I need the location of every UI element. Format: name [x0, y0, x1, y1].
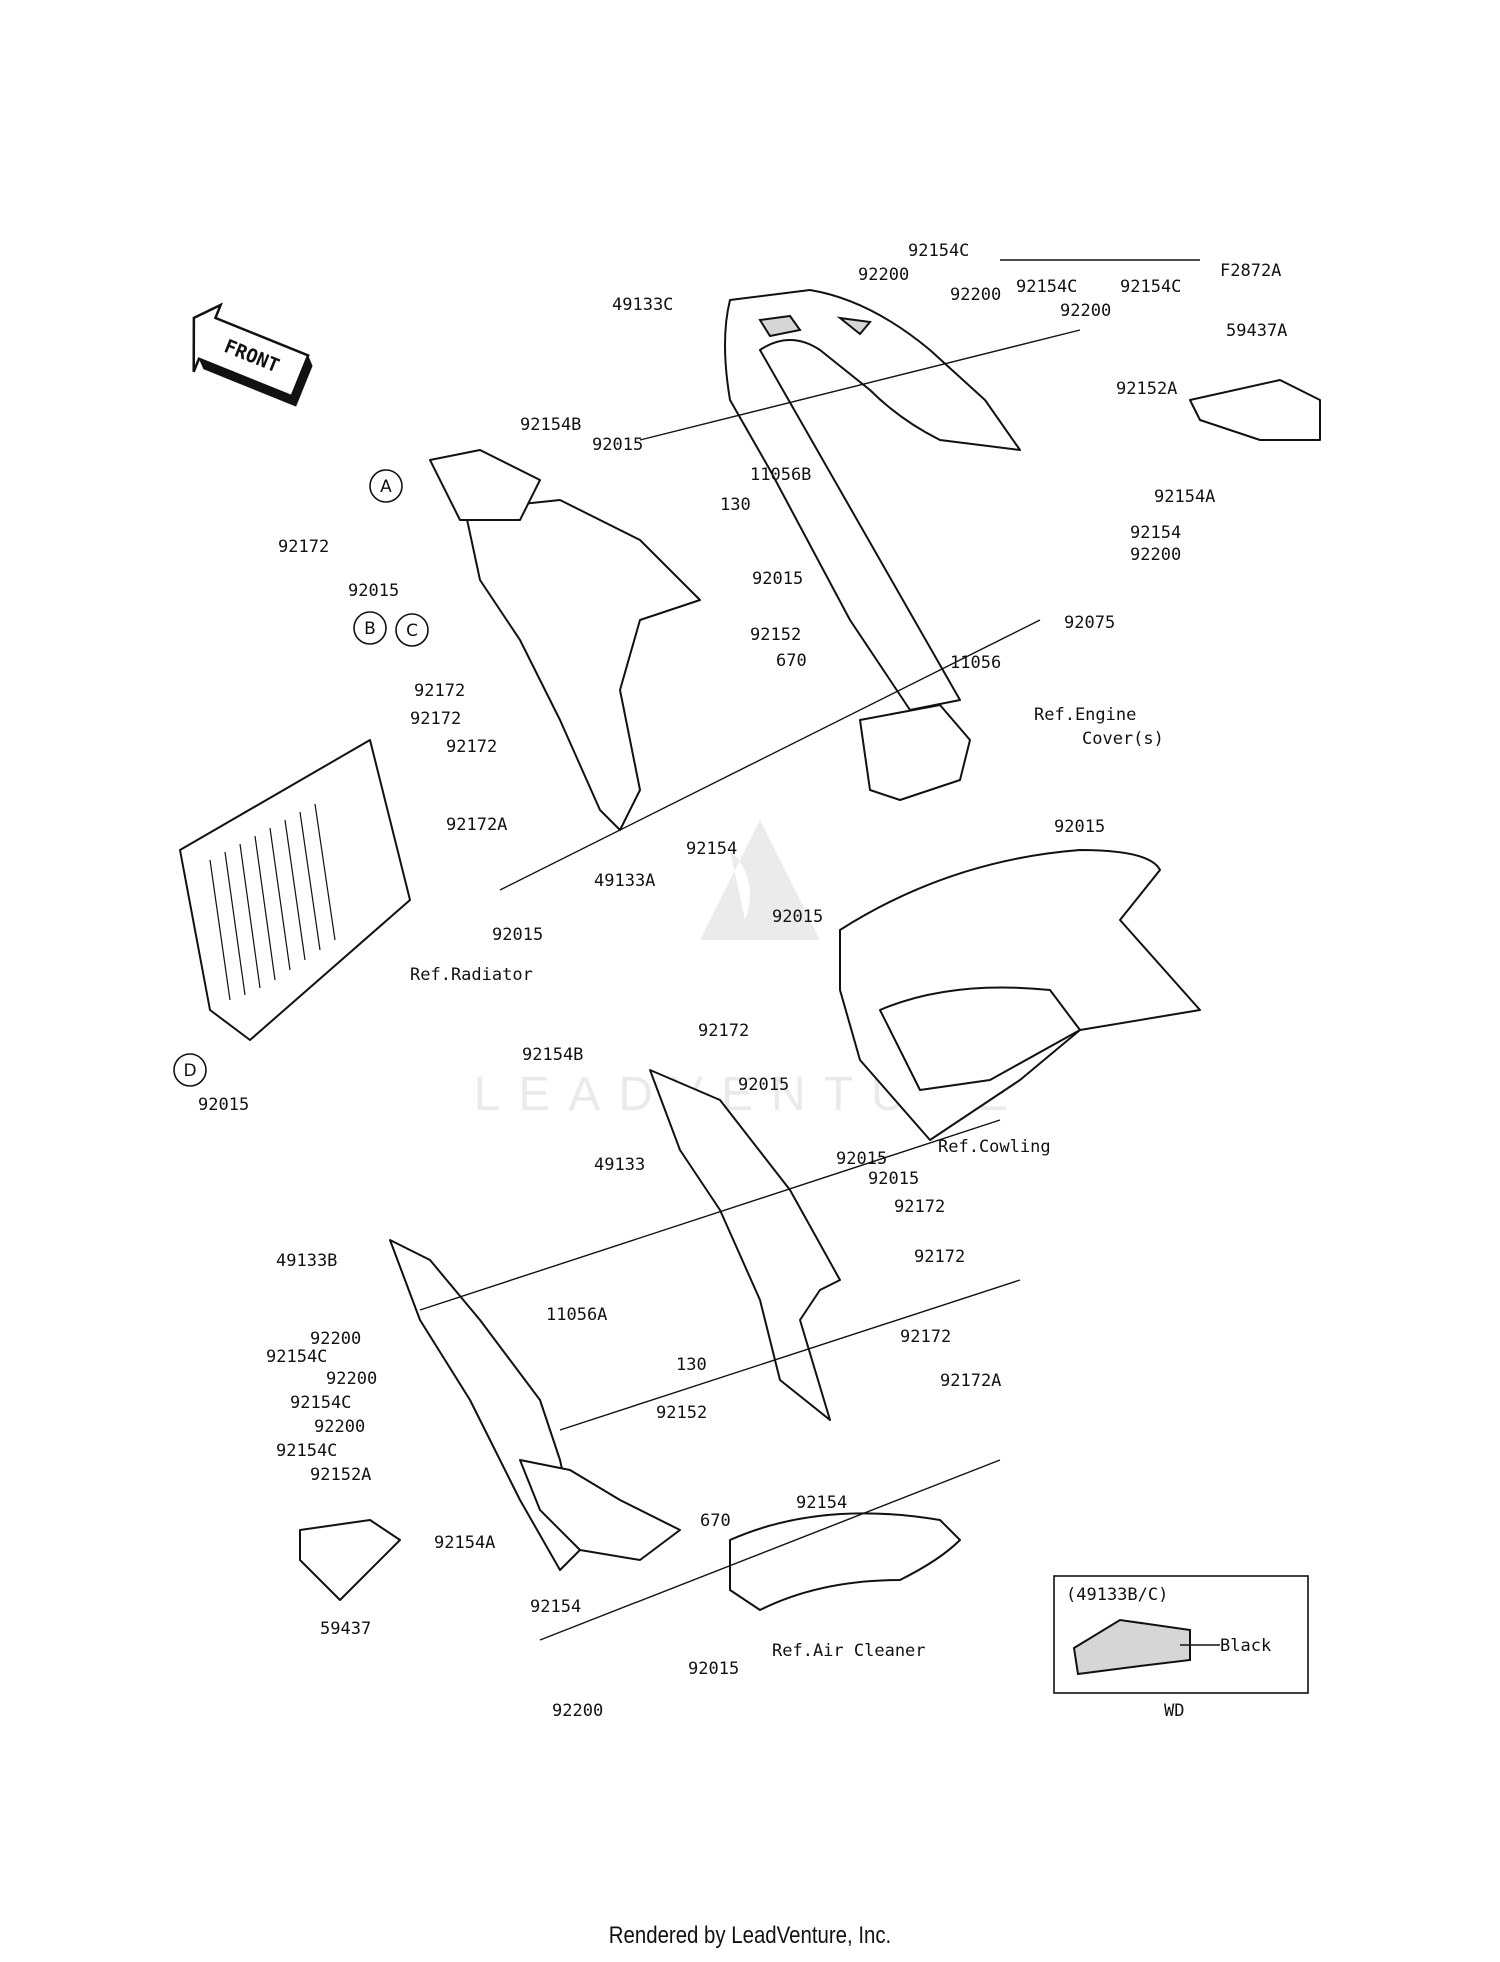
part-label: 92015: [772, 907, 823, 927]
part-label: 92200: [1060, 301, 1111, 321]
part-label: 92154C: [1016, 277, 1077, 297]
svg-text:D: D: [183, 1061, 196, 1081]
part-label: 92152A: [1116, 379, 1177, 399]
part-label: 11056: [950, 653, 1001, 673]
part-label: 92015: [198, 1095, 249, 1115]
leader-lines: [419, 259, 1200, 1641]
part-label: 92015: [348, 581, 399, 601]
upper-cowl-49133c: [724, 289, 1021, 711]
winglet-59437a: [1189, 379, 1321, 441]
part-label: 92015: [738, 1075, 789, 1095]
part-label: 92172: [894, 1197, 945, 1217]
part-label: 11056A: [546, 1305, 607, 1325]
part-label: 92200: [552, 1701, 603, 1721]
part-label: 92200: [950, 285, 1001, 305]
part-label: 92152A: [310, 1465, 371, 1485]
part-label: 92154B: [522, 1045, 583, 1065]
part-label: 59437A: [1226, 321, 1287, 341]
svg-text:Black: Black: [1220, 1636, 1271, 1656]
part-label: 92154C: [290, 1393, 351, 1413]
callout-d: D: [173, 1053, 207, 1087]
part-label: Ref.Cowling: [938, 1137, 1051, 1157]
part-label: 92152: [656, 1403, 707, 1423]
part-label: 92154: [796, 1493, 847, 1513]
part-label: Cover(s): [1082, 729, 1164, 749]
svg-text:B: B: [364, 619, 376, 639]
svg-text:C: C: [406, 621, 418, 641]
part-label: 670: [776, 651, 807, 671]
part-label: Ref.Radiator: [410, 965, 533, 985]
part-label: 92200: [1130, 545, 1181, 565]
part-label: 49133A: [594, 871, 655, 891]
part-label: 92172: [900, 1327, 951, 1347]
part-label: 92015: [492, 925, 543, 945]
part-label: 92015: [1054, 817, 1105, 837]
part-label: 92200: [858, 265, 909, 285]
part-label: 92154: [1130, 523, 1181, 543]
footer-credit: Rendered by LeadVenture, Inc.: [608, 1922, 892, 1949]
part-label: 92154A: [434, 1533, 495, 1553]
svg-text:(49133B/C): (49133B/C): [1066, 1585, 1168, 1605]
part-label: 92015: [592, 435, 643, 455]
part-label: 92172: [414, 681, 465, 701]
part-label: 49133: [594, 1155, 645, 1175]
part-label: 92172: [278, 537, 329, 557]
part-label: 92015: [752, 569, 803, 589]
part-label: 11056B: [750, 465, 811, 485]
part-label: 130: [720, 495, 751, 515]
part-label: 92200: [310, 1329, 361, 1349]
part-label: 92015: [836, 1149, 887, 1169]
winglet-59437: [299, 1519, 401, 1601]
part-label: 92152: [750, 625, 801, 645]
air-cleaner-ref: [729, 1512, 961, 1611]
part-label: 92172: [914, 1247, 965, 1267]
inset-box: (49133B/C) Black WD: [1053, 1575, 1309, 1721]
part-label: 130: [676, 1355, 707, 1375]
part-label: Ref.Air Cleaner: [772, 1641, 926, 1661]
part-label: 92154B: [520, 415, 581, 435]
part-label: 49133C: [612, 295, 673, 315]
part-label: Ref.Engine: [1034, 705, 1136, 725]
part-label: 92172A: [446, 815, 507, 835]
part-label: 92154C: [266, 1347, 327, 1367]
part-label: 92172: [446, 737, 497, 757]
lower-cowl: [519, 1459, 681, 1561]
part-label: 92172A: [940, 1371, 1001, 1391]
svg-text:A: A: [380, 477, 392, 497]
part-label: 92200: [314, 1417, 365, 1437]
part-label: 92154C: [908, 241, 969, 261]
part-label: 92154A: [1154, 487, 1215, 507]
front-arrow-icon: FRONT: [192, 302, 313, 407]
part-label: 92075: [1064, 613, 1115, 633]
svg-text:WD: WD: [1164, 1701, 1184, 1721]
part-label: 92200: [326, 1369, 377, 1389]
part-label: 92154: [530, 1597, 581, 1617]
part-label: 49133B: [276, 1251, 337, 1271]
part-label: 92154C: [276, 1441, 337, 1461]
inner-cover-49133a: [429, 449, 701, 831]
part-label: 92154: [686, 839, 737, 859]
callout-a: A: [369, 469, 403, 503]
cowling-ref: [839, 849, 1201, 1141]
diagram-code: F2872A: [1220, 261, 1281, 281]
part-label: 92015: [868, 1169, 919, 1189]
part-label: 92015: [688, 1659, 739, 1679]
part-label: 670: [700, 1511, 731, 1531]
part-labels: 92154C 92200 49133C 92200 92154C 92200 9…: [198, 241, 1287, 1721]
callout-c: C: [395, 613, 429, 647]
part-label: 59437: [320, 1619, 371, 1639]
part-label: 92154C: [1120, 277, 1181, 297]
radiator-ref: [179, 739, 411, 1041]
callout-b: B: [353, 611, 387, 645]
part-label: 92172: [410, 709, 461, 729]
engine-cover-ref: [859, 704, 971, 801]
side-panel-49133: [649, 1069, 841, 1421]
part-label: 92172: [698, 1021, 749, 1041]
